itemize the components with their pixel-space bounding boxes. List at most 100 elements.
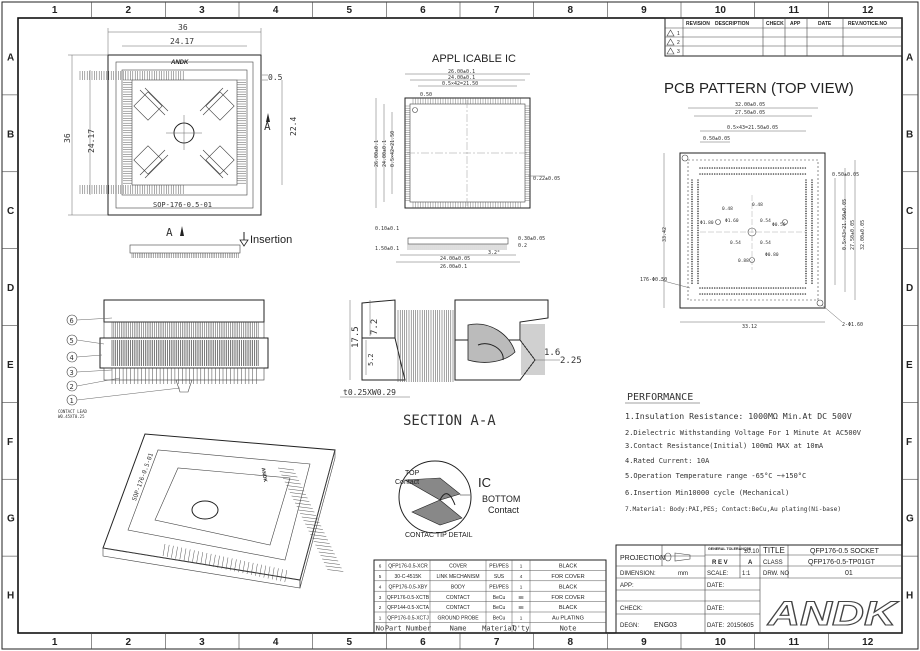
grid-column-label: 4: [273, 637, 279, 648]
rev-triangle-2: [666, 38, 675, 46]
contact-lead-note-line1: CONTACT LEAD: [58, 409, 87, 414]
rev-header-check: CHECK: [766, 21, 784, 27]
grid-column-label: 3: [199, 637, 205, 648]
bom-cell: QFP176-0.5-XCTB: [387, 595, 430, 601]
grid-row-label: H: [906, 591, 913, 602]
tb-date1: DATE:: [707, 583, 725, 589]
ic-dim-10: 0.30±0.05: [518, 236, 545, 242]
bom-cell: BeCu: [493, 595, 506, 601]
bom-cell: 1: [520, 564, 523, 569]
tb-scale-value: 1:1: [742, 571, 751, 577]
section-dim-175: 17.5: [351, 326, 361, 348]
bom-cell: 88: [518, 595, 524, 600]
pcb-dim-11: 0.50±0.05: [832, 172, 859, 178]
ic-body: [404, 97, 531, 209]
grid-column-label: 11: [789, 637, 800, 648]
pcb-dim-20: 0.88: [738, 258, 749, 264]
grid-column-label: 12: [862, 5, 874, 16]
rev-header-description: DESCRIPTION: [715, 21, 750, 27]
section-a-a: 17.5 7.2 5.2 1.6 2.25 t0.25XW0.29 SECTIO…: [340, 299, 582, 429]
section-title: SECTION A-A: [403, 413, 496, 429]
tb-dimension-value: mm: [678, 571, 688, 577]
rev-header-app: APP: [790, 21, 801, 27]
pcb-dim-15: 0.54: [730, 240, 741, 246]
bom-cell: SUS: [494, 574, 505, 580]
iso-brand: ANDK: [260, 467, 268, 483]
bom-cell: QFP144-0.5-XCTA: [387, 605, 430, 611]
rev-triangle-3: [666, 47, 675, 55]
bom-cell: CONTACT: [446, 605, 470, 611]
pcb-outline: [679, 152, 826, 309]
performance-block: PERFORMANCE 1.Insulation Resistance: 100…: [625, 392, 862, 513]
bom-cell: QFP176-0.5-XCR: [388, 564, 428, 570]
pcb-pattern: PCB PATTERN (TOP VIEW) 32.00±0.05 27.50±…: [640, 80, 866, 330]
bom-cell: 30-C-4515K: [395, 574, 423, 580]
bom-cell: BLACK: [559, 605, 578, 611]
pcb-dim-8: 32.00±0.05: [860, 220, 866, 250]
pcb-dim-9: 27.50±0.05: [850, 220, 856, 250]
bom-cell: BeCu: [493, 605, 506, 611]
ic-dim-11: 24.00±0.05: [440, 256, 470, 262]
grid-column-label: 5: [347, 637, 353, 648]
pcb-dim-18: 0.54: [760, 240, 771, 246]
bom-cell: 4: [520, 574, 523, 579]
bom-cell: 1: [520, 616, 523, 621]
section-dim-16: 1.6: [544, 348, 560, 358]
grid-column-label: 5: [347, 5, 353, 16]
tb-drw-label: DRW. NO: [763, 571, 790, 577]
tb-design-value: ENG03: [654, 622, 677, 629]
bom-cell: BLACK: [559, 584, 578, 590]
tb-logo: ANDK: [767, 595, 899, 633]
bom-cell: 3: [379, 595, 382, 600]
performance-item-4: 4.Rated Current: 10A: [625, 457, 710, 465]
ic-dim-5: 24.00±0.1: [382, 140, 388, 167]
bom-header-cell: Material: [482, 624, 516, 632]
tb-date3-label: DATE:: [707, 623, 725, 629]
bom-cell: 1: [520, 584, 523, 589]
tb-app-label: APP:: [620, 583, 634, 589]
grid-row-label: A: [7, 52, 14, 63]
pcb-dim-21: 0.48: [722, 206, 733, 212]
bom-header-cell: Name: [450, 624, 467, 632]
bom-cell: PEI/PES: [489, 584, 509, 590]
pcb-dim-10: 0.5×43=21.50±0.05: [842, 199, 848, 250]
contact-tip-detail: TOP Contact IC BOTTOM Contact CONTAC TIP…: [395, 460, 520, 539]
bom-cell: Au PLATING: [552, 616, 584, 622]
performance-item-3: 3.Contact Resistance(Initial) 100mΩ MAX …: [625, 442, 824, 450]
contact-lead-note-line2: W0.45XT0.25: [58, 414, 85, 419]
ic-dim-2: 0.5×42=21.50: [442, 81, 478, 87]
ic-dim-3: 0.50: [420, 92, 432, 98]
pcb-dim-4: 33.42: [662, 227, 668, 242]
tb-rev-label: R E V: [712, 560, 728, 566]
tb-dimension-label: DIMENSION:: [620, 571, 656, 577]
dim-05: 0.5: [268, 73, 283, 82]
socket-side-view: 6 5 4 3 2 1 CONTACT LEAD W0.45XT0.25: [58, 299, 269, 419]
bom-cell: BeCu: [493, 616, 506, 622]
tb-tolerance-value: ±0.10: [744, 549, 760, 555]
grid-row-label: D: [7, 283, 14, 294]
bom-cell: QFP176-0.5-XBY: [389, 584, 429, 590]
bom-header-cell: No: [376, 624, 384, 632]
tb-scale-label: SCALE:: [707, 571, 729, 577]
grid-column-label: 1: [52, 637, 58, 648]
pcb-dim-12: Φ1.60: [725, 218, 739, 224]
grid-row-label: E: [7, 360, 14, 371]
bom-cell: LINK MECHANISM: [436, 574, 479, 580]
grid-column-label: 10: [715, 5, 727, 16]
tb-title-value: QFP176-0.5 SOCKET: [810, 548, 880, 555]
bom-cell: 4: [379, 584, 382, 589]
top-view-brand: ANDK: [170, 60, 189, 66]
bom-cell: CONTACT: [446, 595, 470, 601]
tb-class-value: QFP176-0.5-TP01GT: [808, 559, 876, 566]
grid-column-label: 9: [641, 637, 647, 648]
callout-5: 5: [70, 337, 74, 345]
bom-cell: BLACK: [559, 564, 578, 570]
dim-2417-width: 24.17: [170, 37, 194, 46]
grid-column-label: 2: [126, 5, 132, 16]
title-block: PROJECTION GENERAL TOLERANCES ±0.10 R E …: [615, 544, 903, 634]
top-view-part-label: SOP-176-0.5-01: [153, 201, 212, 209]
pcb-dim-19: Φ0.80: [765, 252, 779, 258]
